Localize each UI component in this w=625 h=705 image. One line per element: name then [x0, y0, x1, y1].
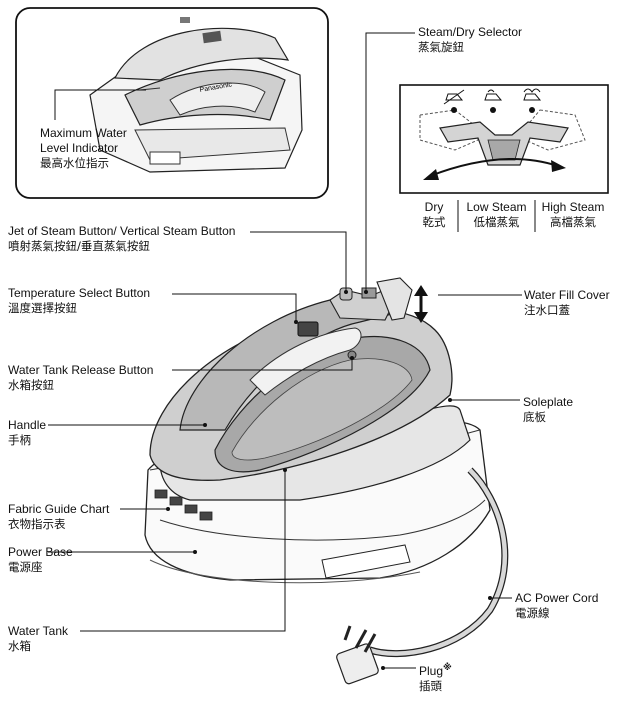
label-temperature-select: Temperature Select Button 溫度選擇按鈕 [8, 286, 150, 316]
label-plug-zh: 插頭 [419, 679, 442, 693]
label-water-tank-release-zh: 水箱按鈕 [8, 378, 54, 392]
label-water-tank: Water Tank 水箱 [8, 624, 68, 654]
label-handle-zh: 手柄 [8, 433, 31, 447]
label-jet-of-steam: Jet of Steam Button/ Vertical Steam Butt… [8, 224, 235, 254]
inset-iron-drawing: Panasonic [89, 17, 303, 173]
label-max-water-en2: Level Indicator [40, 141, 119, 155]
mode-dry: Dry 乾式 [412, 200, 456, 230]
label-fabric-guide-en: Fabric Guide Chart [8, 502, 110, 516]
label-steam-dry-selector-zh: 蒸氣旋鈕 [418, 40, 464, 54]
mode-high-steam-zh: 高檔蒸氣 [550, 215, 596, 229]
leader-lines [48, 32, 522, 669]
label-fabric-guide-zh: 衣物指示表 [8, 517, 66, 531]
label-water-fill-cover-en: Water Fill Cover [524, 288, 610, 302]
label-steam-dry-selector-en: Steam/Dry Selector [418, 25, 523, 39]
low-steam-icon [484, 89, 503, 101]
high-steam-icon [523, 88, 542, 101]
mode-dry-en: Dry [424, 200, 444, 214]
selector-knob-shape [361, 287, 377, 299]
temperature-button-shape [297, 321, 319, 337]
label-water-fill-cover-zh: 注水口蓋 [524, 303, 570, 317]
label-water-fill-cover: Water Fill Cover 注水口蓋 [524, 288, 610, 318]
label-temperature-select-zh: 溫度選擇按鈕 [8, 301, 77, 315]
label-soleplate: Soleplate 底板 [523, 395, 573, 425]
label-max-water-zh: 最高水位指示 [40, 156, 109, 170]
mode-low-steam: Low Steam 低檔蒸氣 [460, 200, 533, 230]
label-jet-of-steam-en: Jet of Steam Button/ Vertical Steam Butt… [8, 224, 236, 238]
label-power-base-zh: 電源座 [8, 560, 43, 574]
selector-knob-drawing [419, 88, 586, 180]
label-max-water-en1: Maximum Water [40, 126, 127, 140]
label-power-base-en: Power Base [8, 545, 73, 559]
label-power-base: Power Base 電源座 [8, 545, 73, 575]
label-ac-power-cord: AC Power Cord 電源線 [515, 591, 598, 621]
main-iron-drawing [144, 277, 509, 685]
label-fabric-guide: Fabric Guide Chart 衣物指示表 [8, 502, 109, 532]
label-plug: Plug※ 插頭 [419, 660, 452, 694]
mode-high-steam: High Steam 高檔蒸氣 [537, 200, 609, 230]
label-water-tank-release-en: Water Tank Release Button [8, 363, 154, 377]
label-water-tank-en: Water Tank [8, 624, 69, 638]
fabric-chart-shape [154, 489, 213, 521]
label-temperature-select-en: Temperature Select Button [8, 286, 151, 300]
label-ac-power-cord-zh: 電源線 [515, 606, 550, 620]
mode-high-steam-en: High Steam [541, 200, 605, 214]
label-water-tank-zh: 水箱 [8, 639, 31, 653]
label-handle-en: Handle [8, 418, 47, 432]
dry-icon [443, 89, 465, 105]
mode-low-steam-zh: 低檔蒸氣 [473, 215, 520, 229]
label-max-water: Maximum Water Level Indicator 最高水位指示 [40, 126, 127, 171]
label-water-tank-release: Water Tank Release Button 水箱按鈕 [8, 363, 153, 393]
label-jet-of-steam-zh: 噴射蒸氣按鈕/垂直蒸氣按鈕 [8, 239, 150, 253]
label-plug-en: Plug [419, 664, 444, 678]
label-handle: Handle 手柄 [8, 418, 46, 448]
label-plug-mark: ※ [443, 662, 452, 672]
mode-low-steam-en: Low Steam [466, 200, 527, 214]
water-fill-cover-shape [376, 277, 413, 321]
label-soleplate-en: Soleplate [523, 395, 574, 409]
label-soleplate-zh: 底板 [523, 410, 546, 424]
plug-shape [336, 625, 379, 685]
label-ac-power-cord-en: AC Power Cord [515, 591, 599, 605]
label-steam-dry-selector: Steam/Dry Selector 蒸氣旋鈕 [418, 25, 522, 55]
mode-dry-zh: 乾式 [422, 215, 446, 229]
